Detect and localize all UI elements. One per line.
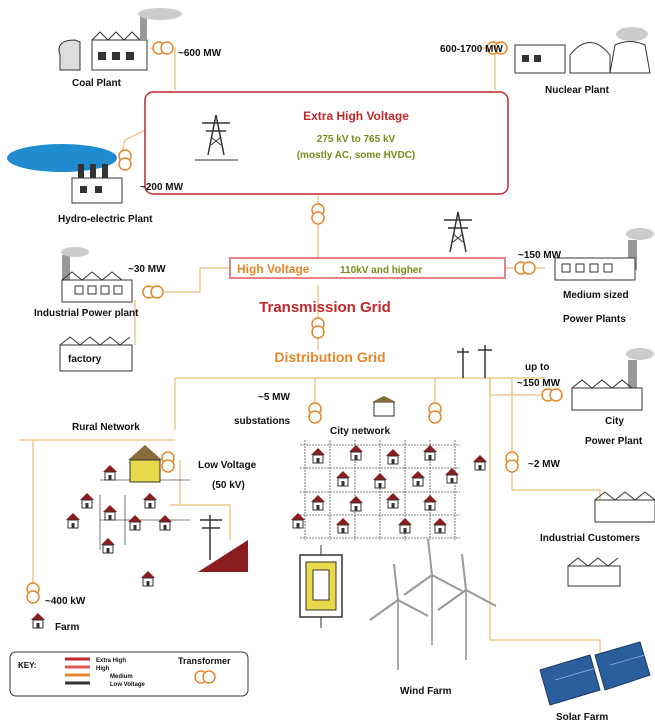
medium-name-2: Power Plants: [563, 314, 626, 325]
hv-note: 110kV and higher: [340, 265, 422, 276]
hydro-transformer-icon: [118, 149, 132, 171]
pole-icon: [457, 345, 492, 378]
substation-transformer-left-icon: [308, 402, 322, 424]
medium-plant-icon: [554, 228, 654, 281]
wind-farm-label: Wind Farm: [400, 686, 452, 697]
legend-extra-high: Extra High: [96, 658, 126, 664]
substations-label: substations: [234, 416, 291, 427]
industrial-power: ~30 MW: [128, 264, 166, 275]
substation-building-icon: [372, 396, 396, 417]
legend-low: Low Voltage: [110, 682, 146, 688]
city-plant-icon: [571, 348, 654, 411]
ehv-note: (mostly AC, some HVDC): [297, 150, 416, 161]
nuclear-plant-icon: [514, 27, 651, 74]
city-transformer-icon: [541, 388, 563, 402]
industrial-name: Industrial Power plant: [34, 308, 139, 319]
medium-power: ~150 MW: [518, 250, 562, 261]
hydro-name: Hydro-electric Plant: [58, 214, 153, 225]
nuclear-name: Nuclear Plant: [545, 85, 610, 96]
factory-label: factory: [68, 354, 102, 365]
industrial-customers-label: Industrial Customers: [540, 533, 640, 544]
rural-building-icon: [128, 445, 162, 483]
legend-title: KEY:: [18, 661, 37, 670]
city-network-grid: [300, 440, 460, 540]
tx-dist-transformer-icon: [311, 317, 325, 339]
medium-transformer-icon: [514, 261, 536, 275]
rural-network-label: Rural Network: [72, 422, 140, 433]
low-voltage-ramp: [198, 540, 248, 572]
solar-panels-icon: [539, 641, 651, 706]
coal-name: Coal Plant: [72, 78, 122, 89]
ehv-range: 275 kV to 765 kV: [317, 134, 396, 145]
industrial-transformer-icon: [142, 285, 164, 299]
wires: [20, 47, 601, 665]
hv-box: [229, 257, 506, 279]
substations-power: ~5 MW: [258, 392, 291, 403]
rural-houses: [65, 464, 173, 587]
coal-power: ~600 MW: [178, 48, 222, 59]
ehv-hv-transformer-icon: [311, 203, 325, 225]
city-power-2: ~150 MW: [517, 378, 561, 389]
legend-medium: Medium: [110, 674, 133, 680]
distribution-grid-label: Distribution Grid: [274, 349, 385, 365]
storage-unit-icon: [299, 545, 343, 628]
city-name-1: City: [605, 416, 624, 427]
city-power-1: up to: [525, 362, 549, 373]
industrial-customers-power: ~2 MW: [528, 459, 561, 470]
legend-high: High: [96, 666, 110, 672]
nuclear-power: 600-1700 MW: [440, 44, 503, 55]
hydro-power: ~200 MW: [140, 182, 184, 193]
solar-farm-label: Solar Farm: [556, 712, 608, 723]
industrial-customers-icon: [567, 491, 655, 587]
farm-house-icon: [30, 612, 46, 629]
wind-turbines-icon: [369, 538, 497, 671]
medium-name-1: Medium sized: [563, 290, 629, 301]
city-houses: [290, 444, 488, 534]
city-name-2: Power Plant: [585, 436, 643, 447]
hv-title: High Voltage: [237, 262, 310, 276]
low-voltage-pole-icon: [200, 515, 222, 560]
ehv-box: [144, 91, 509, 195]
farm-label: Farm: [55, 622, 80, 633]
farm-transformer-icon: [26, 582, 40, 604]
industrial-plant-icon: [61, 247, 133, 303]
low-voltage-label-1: Low Voltage: [198, 460, 257, 471]
legend-transformer: Transformer: [178, 656, 231, 666]
transmission-grid-label: Transmission Grid: [259, 299, 391, 316]
hydro-plant-icon: [7, 144, 123, 204]
industrial-customers-transformer-icon: [505, 451, 519, 473]
factory-icon: [59, 336, 133, 372]
city-network-label: City network: [330, 426, 390, 437]
low-voltage-label-2: (50 kV): [212, 480, 245, 491]
coal-transformer-icon: [152, 41, 174, 55]
rural-transformer-icon: [161, 451, 175, 473]
hv-tower-icon: [443, 211, 473, 253]
coal-plant-icon: [58, 8, 182, 71]
legend: [9, 651, 249, 697]
farm-power: ~400 kW: [45, 596, 86, 607]
substation-transformer-right-icon: [428, 402, 442, 424]
ehv-title: Extra High Voltage: [303, 109, 409, 123]
